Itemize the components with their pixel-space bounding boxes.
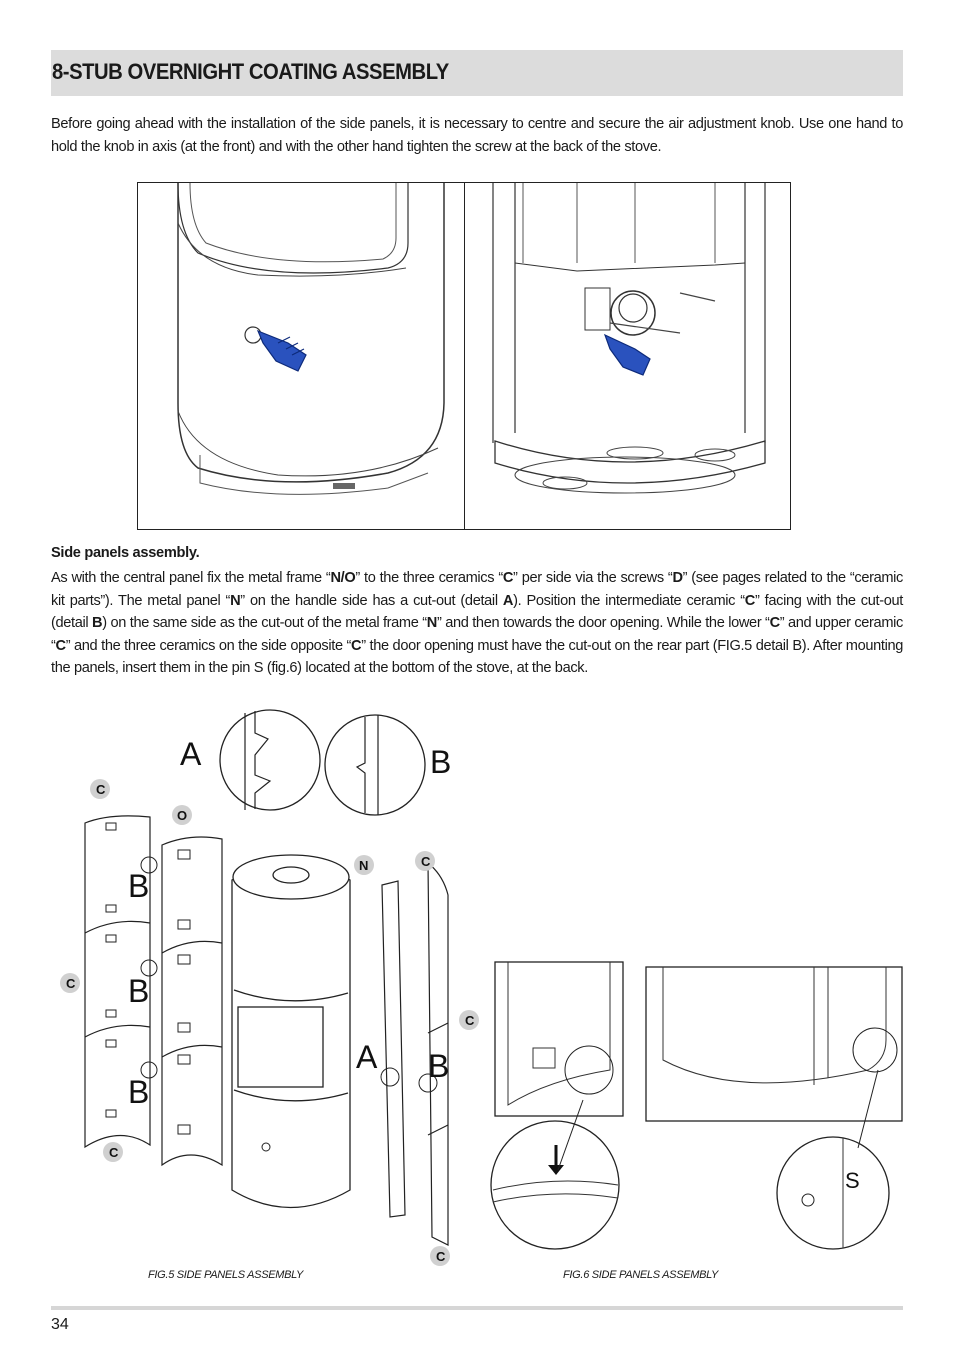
- side-panels-body: As with the central panel fix the metal …: [51, 570, 904, 676]
- pin-s-label: S: [845, 1168, 860, 1193]
- detail-b-label: B: [430, 744, 451, 780]
- callout-c-3: C: [66, 976, 76, 991]
- left-b-label-1: B: [128, 868, 149, 904]
- fig5-caption: FIG.5 SIDE PANELS ASSEMBLY: [148, 1269, 304, 1281]
- detail-a-frame-label: A: [356, 1039, 378, 1075]
- callout-c-2: C: [421, 854, 431, 869]
- footer-rule: [51, 1306, 903, 1310]
- fig5-exploded-drawing: A B B B B A B C O N: [60, 709, 479, 1266]
- callout-o: O: [177, 808, 187, 823]
- page-number: 34: [51, 1316, 69, 1333]
- photo-divider: [464, 183, 465, 529]
- stove-back-illustration: [492, 183, 766, 494]
- callout-c-6: C: [436, 1249, 446, 1264]
- callout-c-1: C: [96, 782, 106, 797]
- callouts: C O N C C C C C: [60, 779, 479, 1266]
- knob-photo-panel: [137, 182, 791, 530]
- detail-a-label: A: [180, 736, 202, 772]
- left-b-label-2: B: [128, 973, 149, 1009]
- section-title: 8-STUB OVERNIGHT COATING ASSEMBLY: [52, 59, 449, 84]
- intro-paragraph: Before going ahead with the installation…: [51, 116, 903, 155]
- left-b-label-3: B: [128, 1074, 149, 1110]
- fig6-caption: FIG.6 SIDE PANELS ASSEMBLY: [563, 1269, 719, 1281]
- fig6-pin-drawing: S: [490, 961, 903, 1250]
- callout-c-4: C: [465, 1013, 475, 1028]
- section-title-bar: 8-STUB OVERNIGHT COATING ASSEMBLY: [51, 50, 903, 96]
- side-panels-heading: Side panels assembly.: [51, 545, 200, 561]
- stove-front-illustration: [177, 183, 445, 495]
- right-b-label: B: [428, 1048, 449, 1084]
- callout-c-5: C: [109, 1145, 119, 1160]
- callout-n: N: [359, 858, 368, 873]
